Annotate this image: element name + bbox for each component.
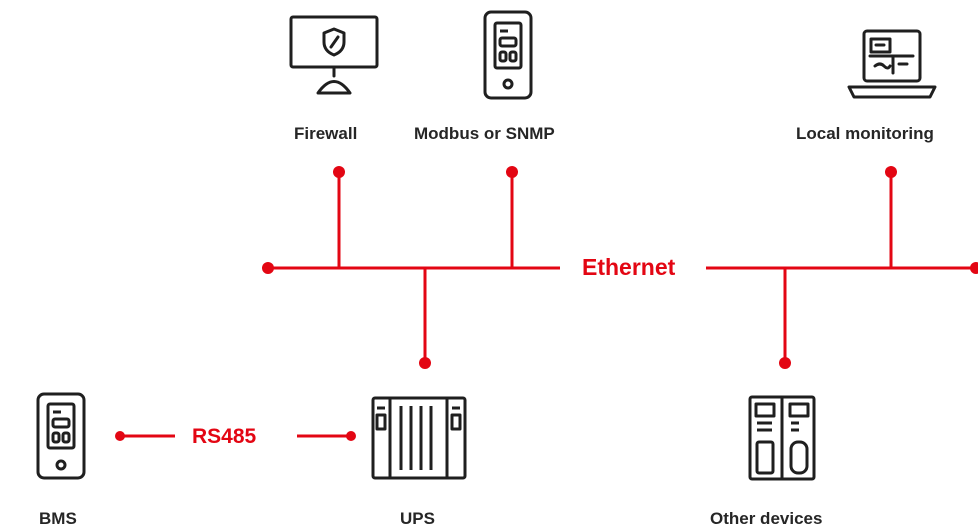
- handheld-device-icon: [36, 392, 86, 480]
- ethernet-label: Ethernet: [576, 254, 682, 280]
- monitor-shield-icon: [289, 15, 379, 95]
- bus-end-dot: [970, 262, 978, 274]
- firewall-dot: [333, 166, 345, 178]
- local-monitoring-label: Local monitoring: [796, 124, 934, 143]
- rs485-label: RS485: [186, 424, 263, 450]
- local-monitoring-dot: [885, 166, 897, 178]
- bms-label: BMS: [39, 509, 77, 528]
- laptop-dashboard-icon: [847, 29, 937, 99]
- rs485-dot: [115, 431, 125, 441]
- rs485-dot: [346, 431, 356, 441]
- modbus-dot: [506, 166, 518, 178]
- ethernet-bus: [120, 172, 978, 438]
- other-devices-dot: [779, 357, 791, 369]
- ups-cabinet-icon: [371, 396, 467, 480]
- firewall-label: Firewall: [294, 124, 358, 143]
- connection-dots: [115, 166, 978, 441]
- bus-end-dot: [262, 262, 274, 274]
- other-devices-label: Other devices: [710, 509, 823, 528]
- ups-label: UPS: [400, 509, 435, 528]
- ups-dot: [419, 357, 431, 369]
- device-rack-icon: [748, 395, 816, 481]
- handheld-device-icon: [483, 10, 533, 100]
- modbus-snmp-label: Modbus or SNMP: [414, 124, 555, 143]
